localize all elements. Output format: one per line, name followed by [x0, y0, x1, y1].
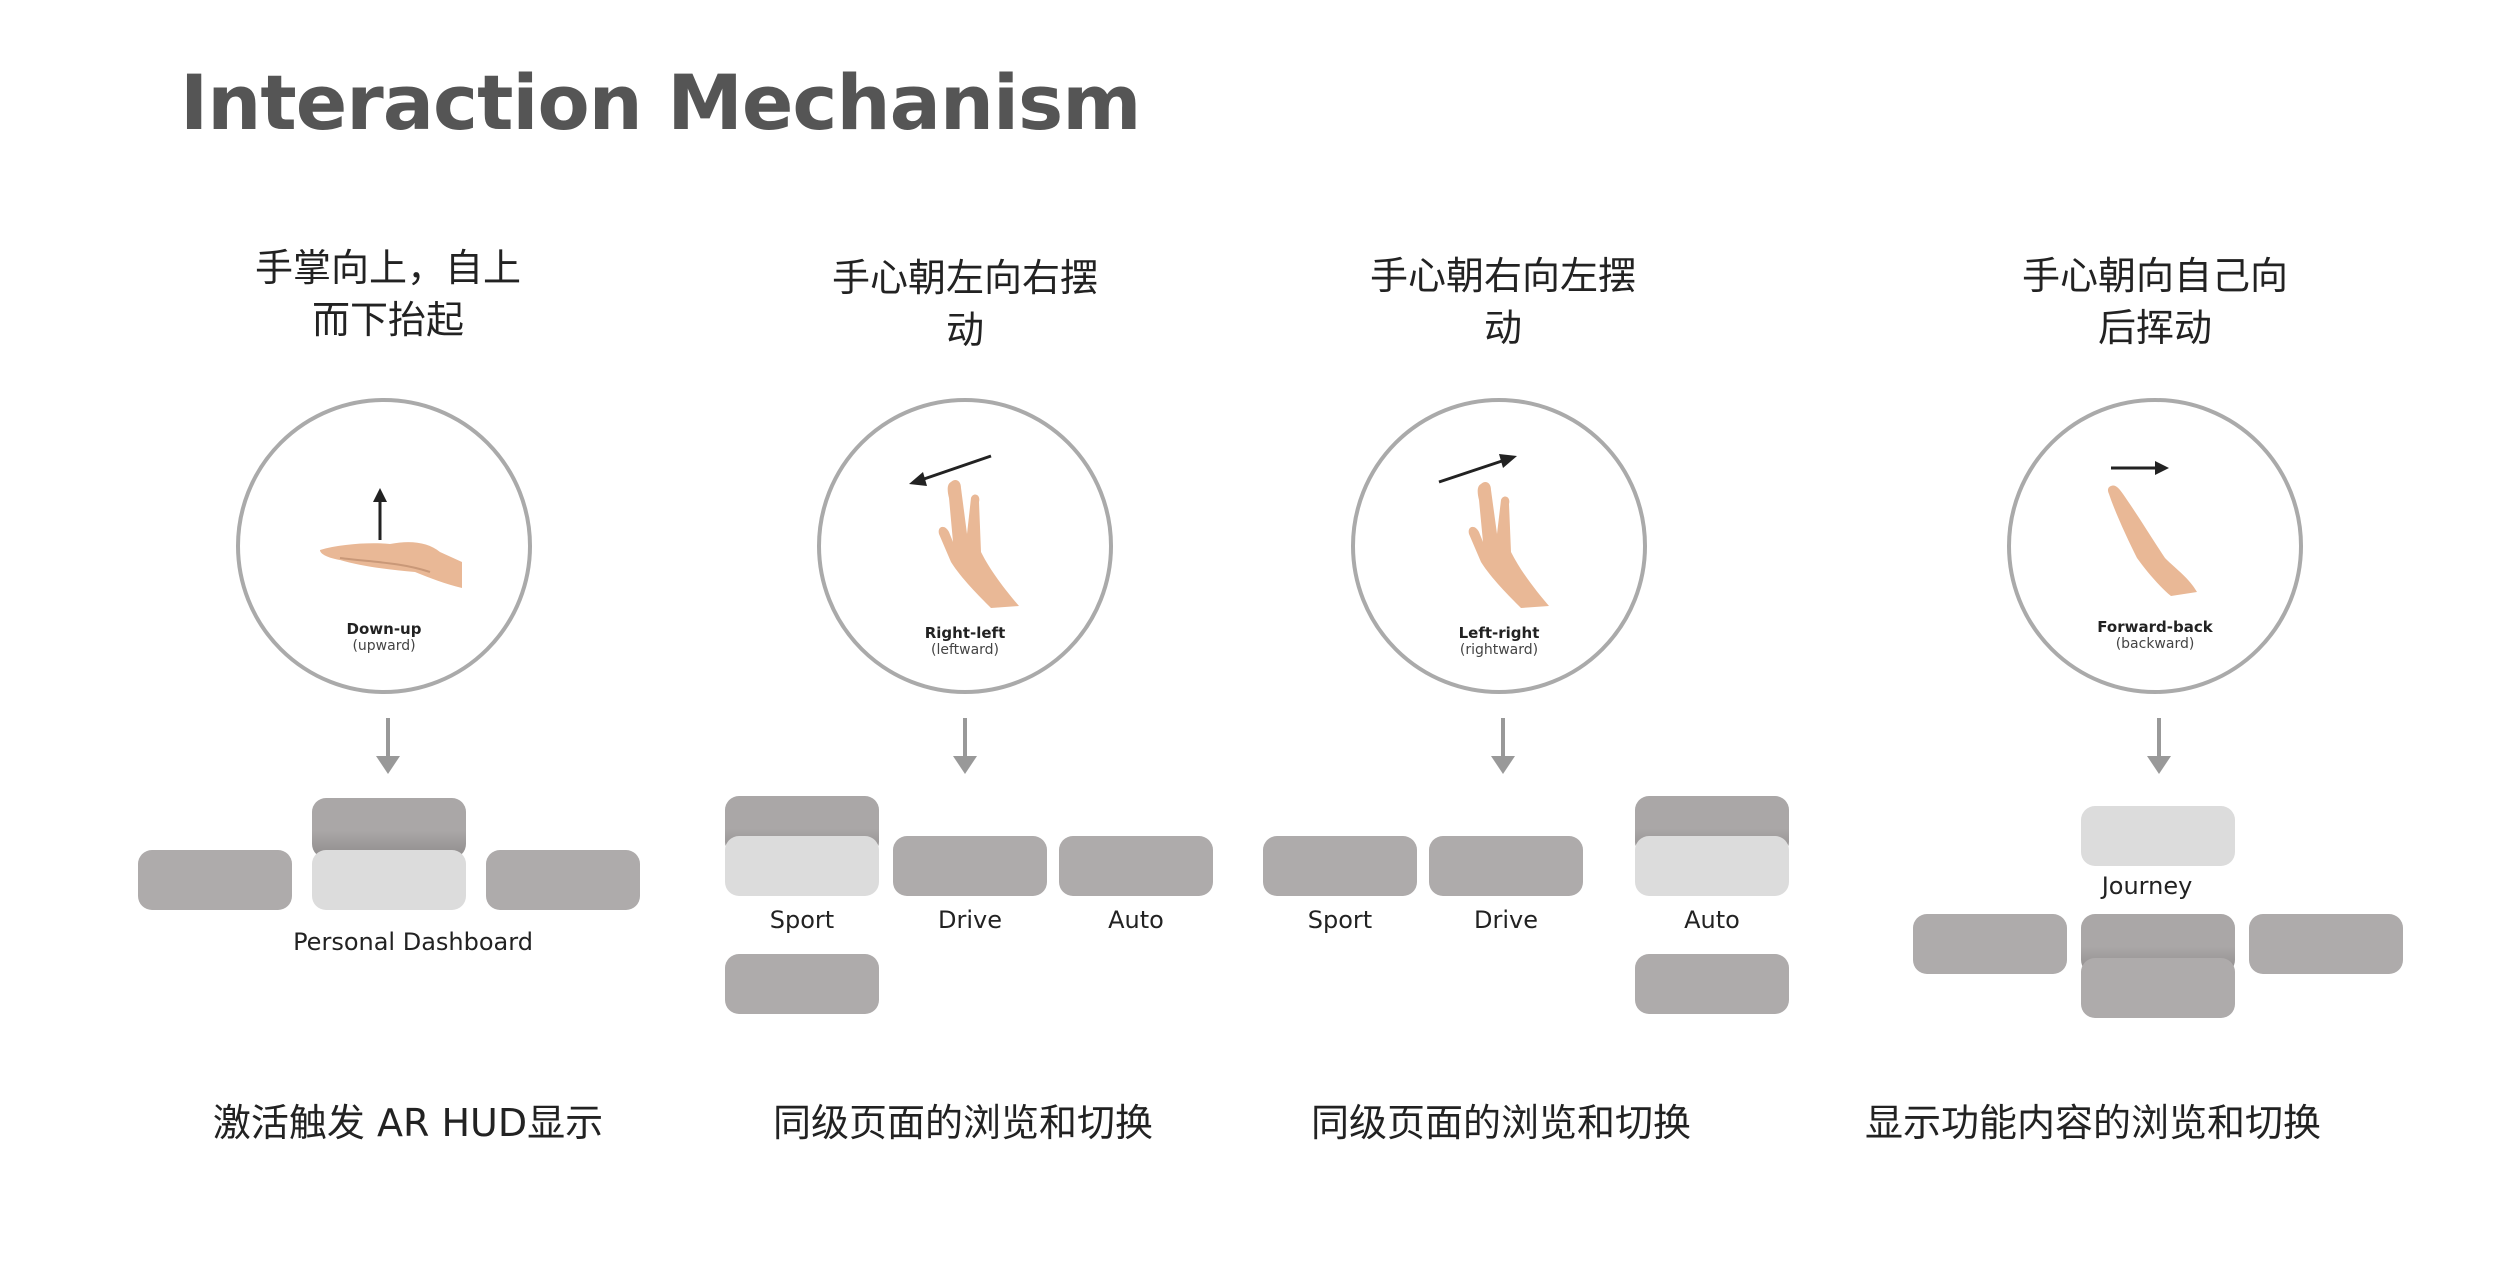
- card-label-drive: Drive: [1474, 906, 1538, 934]
- hand-swipe-left-icon: [909, 454, 1019, 608]
- card-sport: [725, 836, 879, 896]
- gesture-heading: 手心朝右向左摆 动: [1369, 254, 1636, 350]
- gesture-sublabel: (rightward): [1459, 642, 1539, 658]
- card-label-auto: Auto: [1108, 906, 1164, 934]
- card-drive: [893, 836, 1047, 896]
- hand-swipe-right-icon: [1438, 454, 1549, 608]
- column-right-left: 手心朝左向右摆 动 Right-left (leftward) Sport Dr…: [665, 0, 1265, 1266]
- column-caption: 激活触发 AR HUD显示: [212, 1101, 604, 1145]
- card-auto: [1635, 836, 1789, 896]
- gesture-label: Forward-back: [2097, 618, 2213, 636]
- card-label-sport: Sport: [1307, 906, 1373, 934]
- gesture-circle: Left-right (rightward): [1351, 398, 1647, 694]
- card-below: [1635, 954, 1789, 1014]
- card-center: [2081, 958, 2235, 1018]
- card-sport: [1263, 836, 1417, 896]
- down-arrow-icon: [1491, 718, 1515, 774]
- gesture-heading: 手心朝向自己向 后挥动: [2021, 254, 2288, 350]
- card-left: [1913, 914, 2067, 974]
- gesture-circle: Down-up (upward): [236, 398, 532, 694]
- card-right: [2249, 914, 2403, 974]
- gesture-sublabel: (backward): [2115, 636, 2195, 652]
- gesture-sublabel: (leftward): [930, 642, 1000, 658]
- card-label-drive: Drive: [938, 906, 1002, 934]
- card-below: [725, 954, 879, 1014]
- card-personal-dashboard: [312, 850, 466, 910]
- card-label-journey: Journey: [2101, 872, 2193, 900]
- down-arrow-icon: [953, 718, 977, 774]
- column-caption: 同级页面的浏览和切换: [772, 1101, 1153, 1145]
- gesture-circle: Right-left (leftward): [817, 398, 1113, 694]
- gesture-label: Down-up: [346, 620, 422, 638]
- card-right: [486, 850, 640, 910]
- palm-up-hand-icon: [320, 488, 462, 588]
- hand-wave-back-icon: [2107, 461, 2197, 596]
- column-caption: 显示功能内容的浏览和切换: [1864, 1101, 2321, 1145]
- column-caption: 同级页面的浏览和切换: [1310, 1101, 1691, 1145]
- down-arrow-icon: [2147, 718, 2171, 774]
- card-label-auto: Auto: [1684, 906, 1740, 934]
- column-down-up: 手掌向上，自上 而下抬起 Down-up (upward) Personal D…: [88, 0, 688, 1266]
- card-stack-back: [312, 798, 466, 858]
- gesture-sublabel: (upward): [352, 638, 416, 654]
- gesture-label: Left-right: [1458, 624, 1540, 642]
- card-auto: [1059, 836, 1213, 896]
- gesture-label: Right-left: [924, 624, 1006, 642]
- gesture-circle: Forward-back (backward): [2007, 398, 2303, 694]
- card-label: Personal Dashboard: [293, 928, 533, 956]
- column-forward-back: 手心朝向自己向 后挥动 Forward-back (backward) Jour…: [1855, 0, 2455, 1266]
- card-left: [138, 850, 292, 910]
- column-left-right: 手心朝右向左摆 动 Left-right (rightward) Sport D…: [1203, 0, 1803, 1266]
- gesture-heading: 手心朝左向右摆 动: [831, 256, 1098, 352]
- card-drive: [1429, 836, 1583, 896]
- card-label-sport: Sport: [769, 906, 835, 934]
- down-arrow-icon: [376, 718, 400, 774]
- card-journey: [2081, 806, 2235, 866]
- page-title: Interaction Mechanism: [180, 58, 1141, 147]
- gesture-heading: 手掌向上，自上 而下抬起: [254, 246, 521, 342]
